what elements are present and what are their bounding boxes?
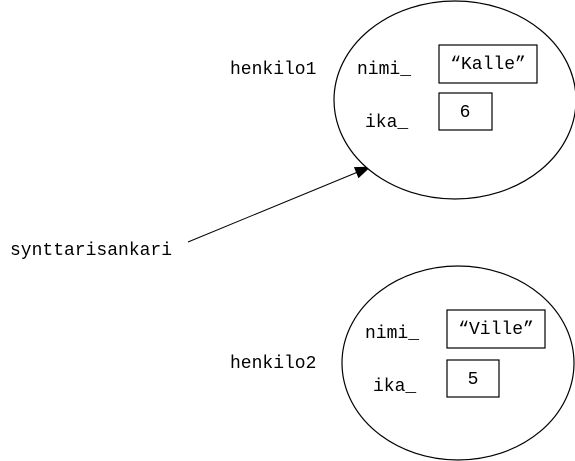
reference-label: synttarisankari <box>10 241 172 261</box>
field-value-box-nimi <box>446 309 546 349</box>
field-label-ika: ika_ <box>373 377 416 397</box>
object-henkilo1: henkilo1 nimi_ “Kalle” ika_ 6 <box>230 0 575 200</box>
field-value-box-ika <box>446 359 500 398</box>
field-value-ika: 6 <box>460 103 471 123</box>
field-label-nimi: nimi_ <box>365 324 419 344</box>
field-value-nimi: “Ville” <box>458 320 534 340</box>
field-value-nimi: “Kalle” <box>450 55 526 75</box>
object-name: henkilo1 <box>230 60 316 80</box>
field-label-ika: ika_ <box>365 113 408 133</box>
field-value-box-nimi <box>438 44 538 84</box>
reference-arrow <box>187 166 371 243</box>
field-value-box-ika <box>438 92 493 131</box>
field-value-ika: 5 <box>468 370 479 390</box>
field-label-nimi: nimi_ <box>357 60 411 80</box>
object-henkilo2: henkilo2 nimi_ “Ville” ika_ 5 <box>230 265 575 461</box>
object-name: henkilo2 <box>230 354 316 374</box>
